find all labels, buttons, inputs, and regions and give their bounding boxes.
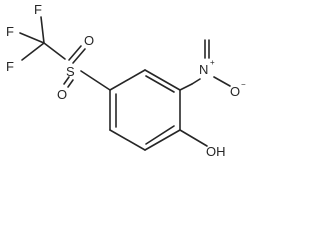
- atom-oh: OH: [206, 144, 226, 158]
- atom-o-sulfonyl-top: O: [84, 33, 94, 48]
- bond-ring-oh: [179, 129, 208, 147]
- hydroxyl-group: OH: [179, 129, 226, 158]
- atom-f-left: F: [6, 59, 14, 74]
- bond-s-o-top-2: [72, 48, 86, 64]
- sulfonyl-group: S O O: [57, 33, 111, 102]
- ring-bond-1: [109, 69, 146, 91]
- atom-f-top: F: [34, 2, 42, 17]
- trifluoromethyl-group: F F F: [6, 2, 66, 74]
- ring-bond-5: [109, 129, 146, 151]
- atom-f-upper-left: F: [6, 24, 14, 39]
- charge-o-minus: −: [241, 80, 246, 89]
- atom-o-sulfonyl-bottom: O: [57, 87, 67, 102]
- bond-s-ring: [80, 70, 111, 91]
- bond-n-o-minus: [213, 76, 231, 87]
- atom-s: S: [66, 64, 75, 79]
- charge-n-plus: +: [210, 58, 215, 67]
- chemical-structure: F F F S O O N + O −: [6, 2, 246, 158]
- bond-ring-n-vertical: [191, 78, 201, 85]
- ring-double-bond-b: [145, 125, 175, 145]
- bond-s-o-bottom-2: [67, 79, 74, 88]
- nitro-group: N + O −: [179, 39, 246, 99]
- ring-bond-4: [144, 129, 181, 151]
- bond-c-f-top: [40, 16, 45, 44]
- bond-c-f-left: [21, 42, 45, 61]
- bond-c-f-upper-left: [19, 32, 45, 44]
- bond-s-o-top-1: [68, 45, 82, 61]
- ring-double-bond-a: [145, 75, 175, 93]
- bond-c-s: [43, 42, 66, 60]
- benzene-ring: [109, 69, 181, 151]
- bond-s-o-bottom-1: [63, 76, 70, 85]
- ring-bond-2: [144, 69, 181, 91]
- bond-ring-n: [179, 83, 193, 91]
- atom-o-nitro: O: [230, 84, 240, 99]
- atom-n: N: [199, 62, 208, 77]
